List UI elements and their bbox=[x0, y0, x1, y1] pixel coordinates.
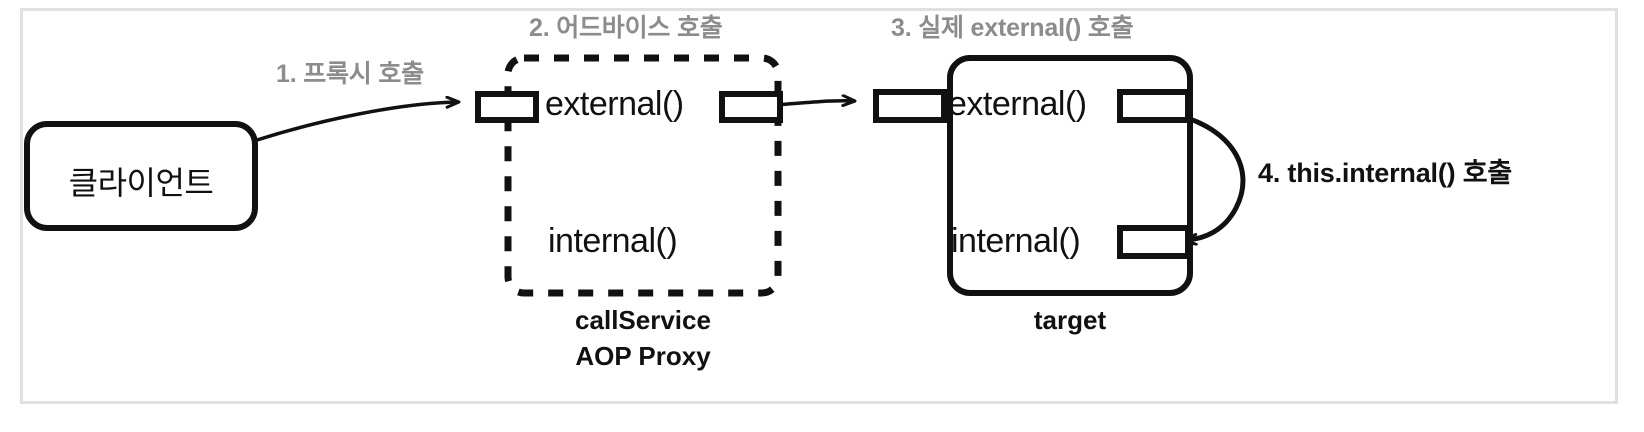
proxy-external-port-right bbox=[719, 91, 783, 123]
proxy-caption-line-2: AOP Proxy bbox=[575, 341, 711, 371]
proxy-caption-line-1: callService bbox=[575, 305, 711, 335]
arrow-step-3 bbox=[774, 101, 854, 105]
proxy-box bbox=[504, 54, 782, 297]
diagram-frame bbox=[20, 8, 1618, 404]
client-box bbox=[24, 121, 258, 231]
arrow-step-1 bbox=[255, 102, 458, 142]
arrow-step-4 bbox=[1173, 112, 1246, 240]
step-3-label: 3. 실제 external() 호출 bbox=[891, 14, 1134, 42]
step-1-label: 1. 프록시 호출 bbox=[276, 60, 424, 88]
target-external-port-right bbox=[1117, 89, 1191, 123]
proxy-external-port-left bbox=[475, 91, 539, 123]
target-method-internal: internal() bbox=[951, 222, 1081, 260]
target-external-port-left bbox=[873, 89, 947, 123]
step-2-label: 2. 어드바이스 호출 bbox=[529, 14, 723, 42]
target-caption: target bbox=[1033, 305, 1107, 335]
client-label: 클라이언트 bbox=[68, 165, 214, 201]
proxy-method-internal: internal() bbox=[548, 222, 678, 260]
step-4-label: 4. this.internal() 호출 bbox=[1258, 158, 1513, 188]
target-internal-port-right bbox=[1117, 225, 1191, 259]
target-method-external: external() bbox=[948, 85, 1087, 123]
proxy-method-external: external() bbox=[545, 85, 684, 123]
